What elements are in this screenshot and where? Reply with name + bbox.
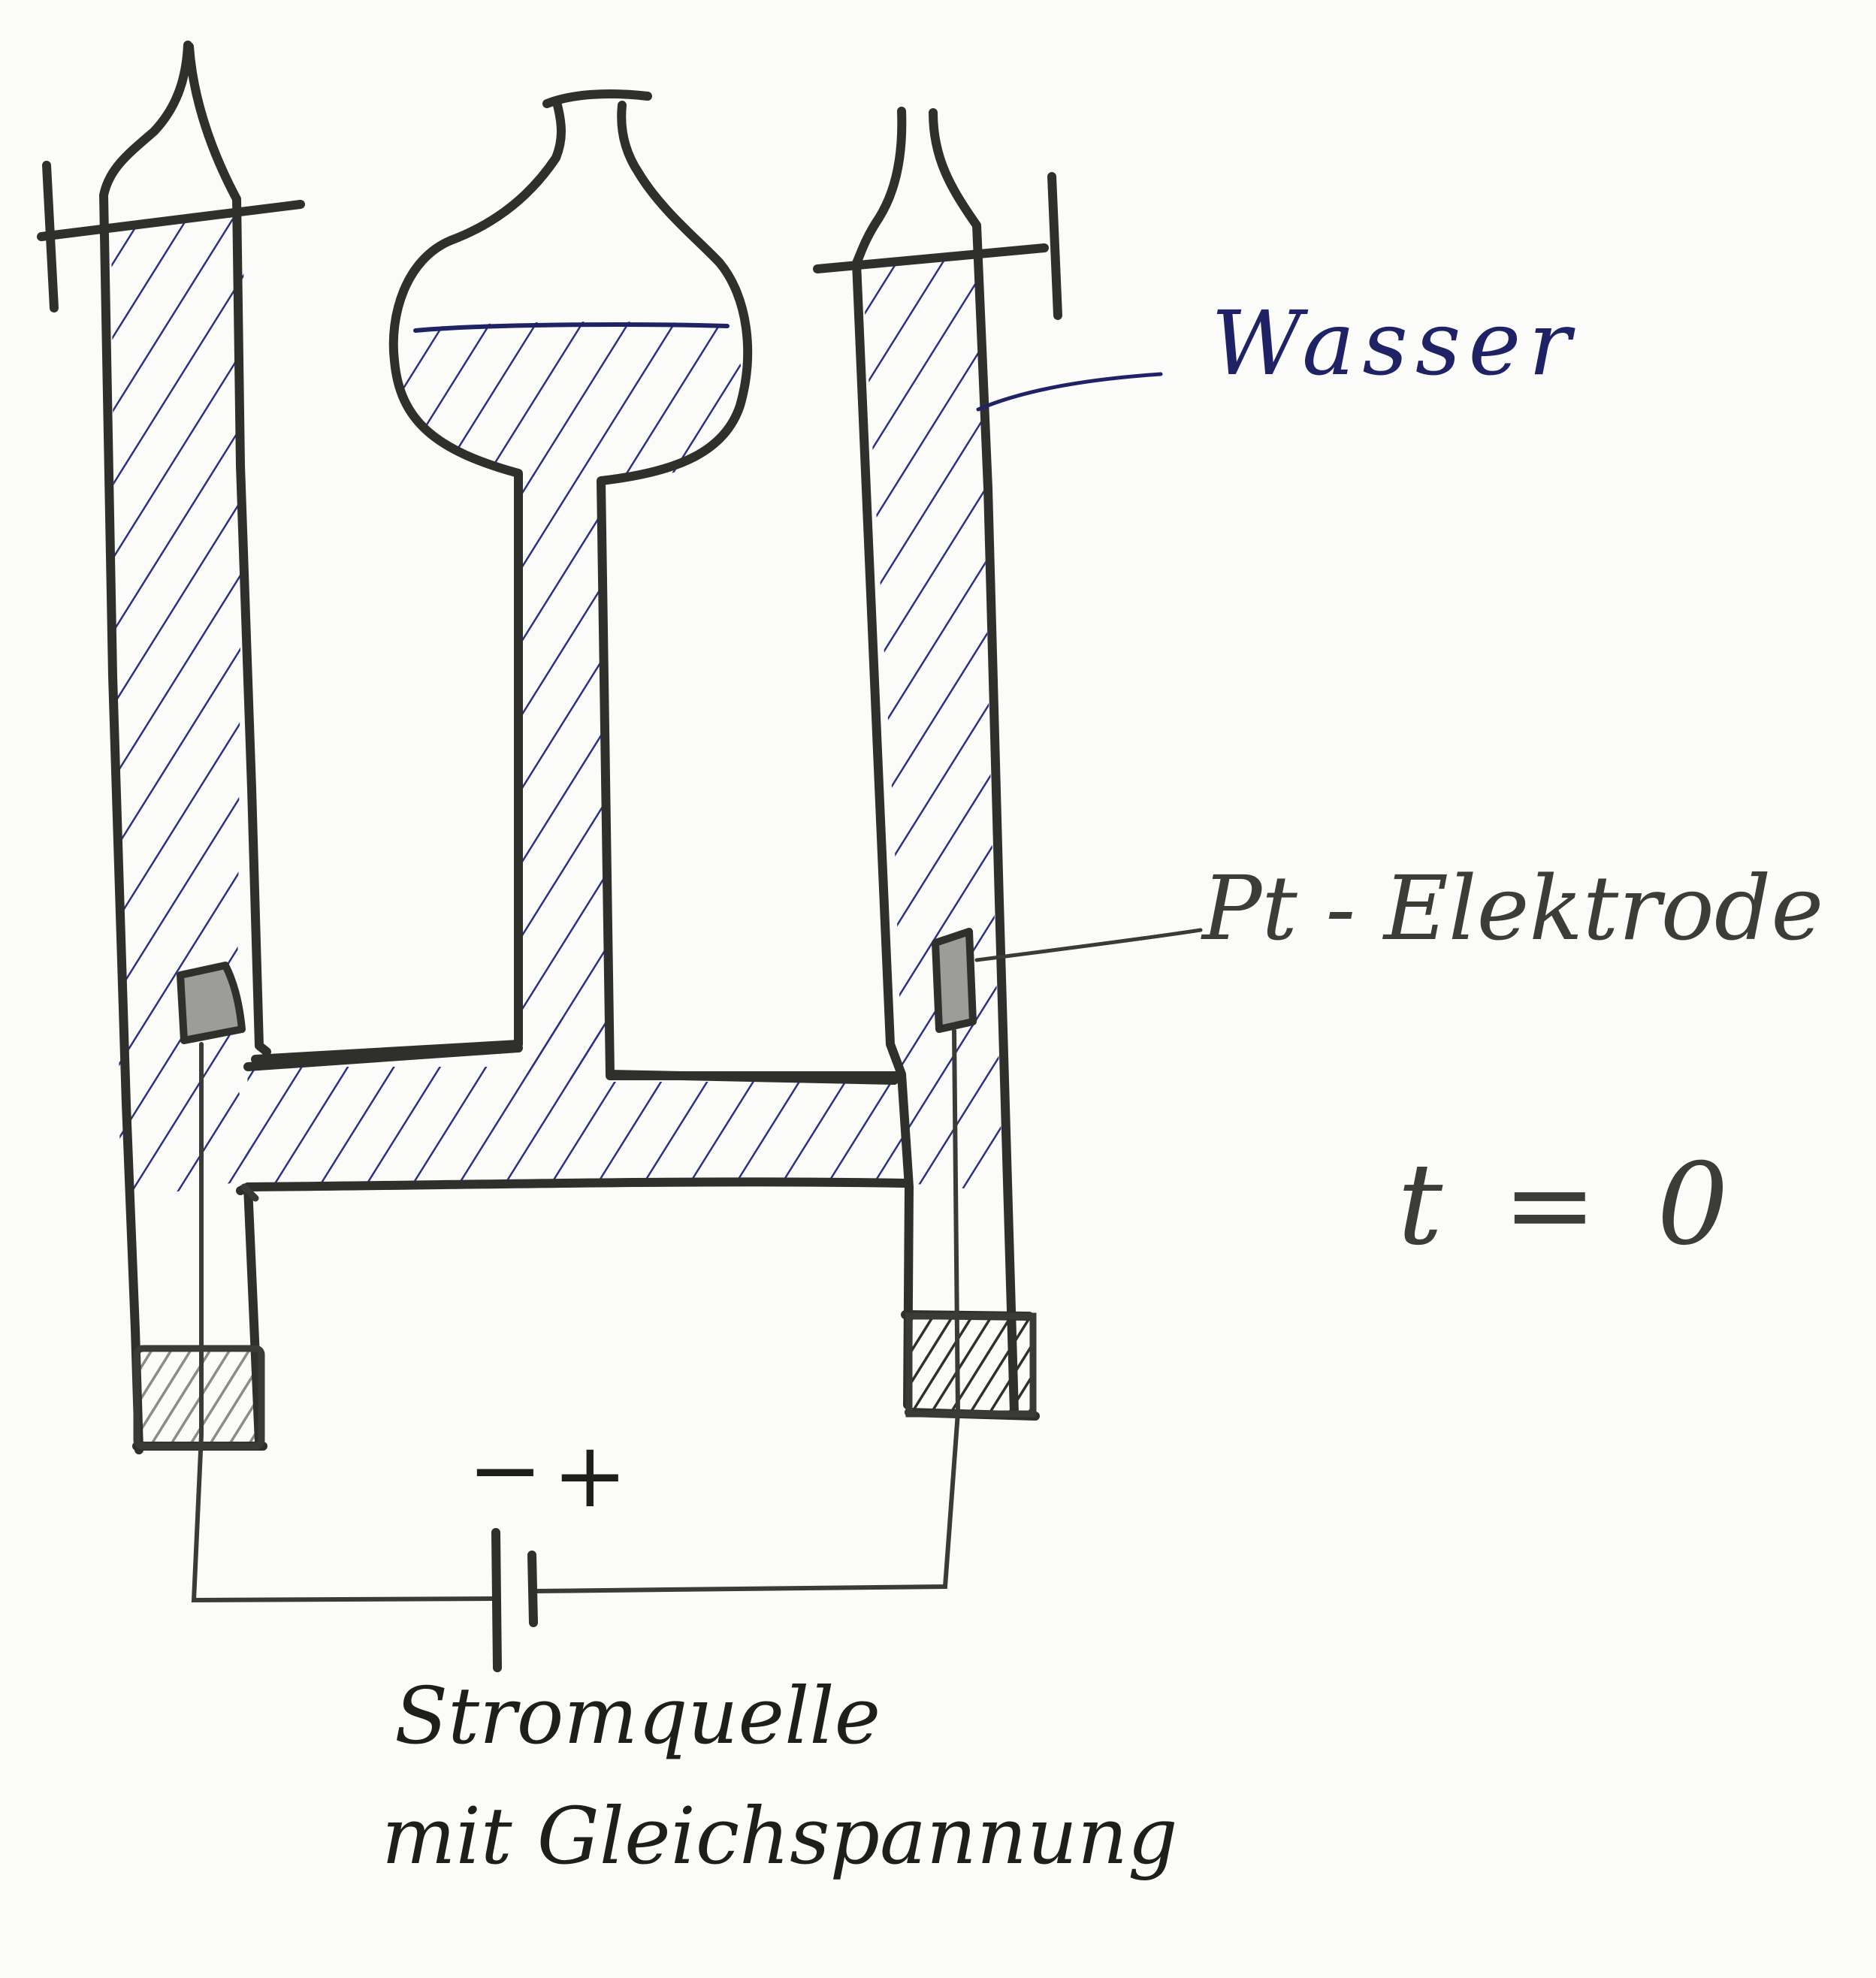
water-body — [111, 218, 1003, 1194]
right-electrode — [932, 928, 977, 1033]
bottom-channel — [240, 1043, 910, 1202]
polarity-minus: − — [467, 1418, 543, 1523]
water-leader-line — [976, 372, 1163, 412]
reservoir-bulb — [251, 89, 899, 1085]
battery-symbol — [491, 1528, 538, 1672]
source-label-line2: mit Gleichspannung — [382, 1790, 1178, 1882]
source-label-line1: Stromquelle — [394, 1670, 881, 1762]
electrode-leader-line — [974, 928, 1203, 962]
circuit — [191, 1028, 961, 1603]
polarity-plus: + — [552, 1424, 628, 1528]
time-label: t = 0 — [1397, 1140, 1741, 1270]
right-plug — [905, 1312, 1037, 1418]
electrode-label: Pt - Elektrode — [1201, 856, 1823, 960]
left-electrode — [177, 962, 246, 1044]
water-label: Wasser — [1211, 291, 1578, 395]
